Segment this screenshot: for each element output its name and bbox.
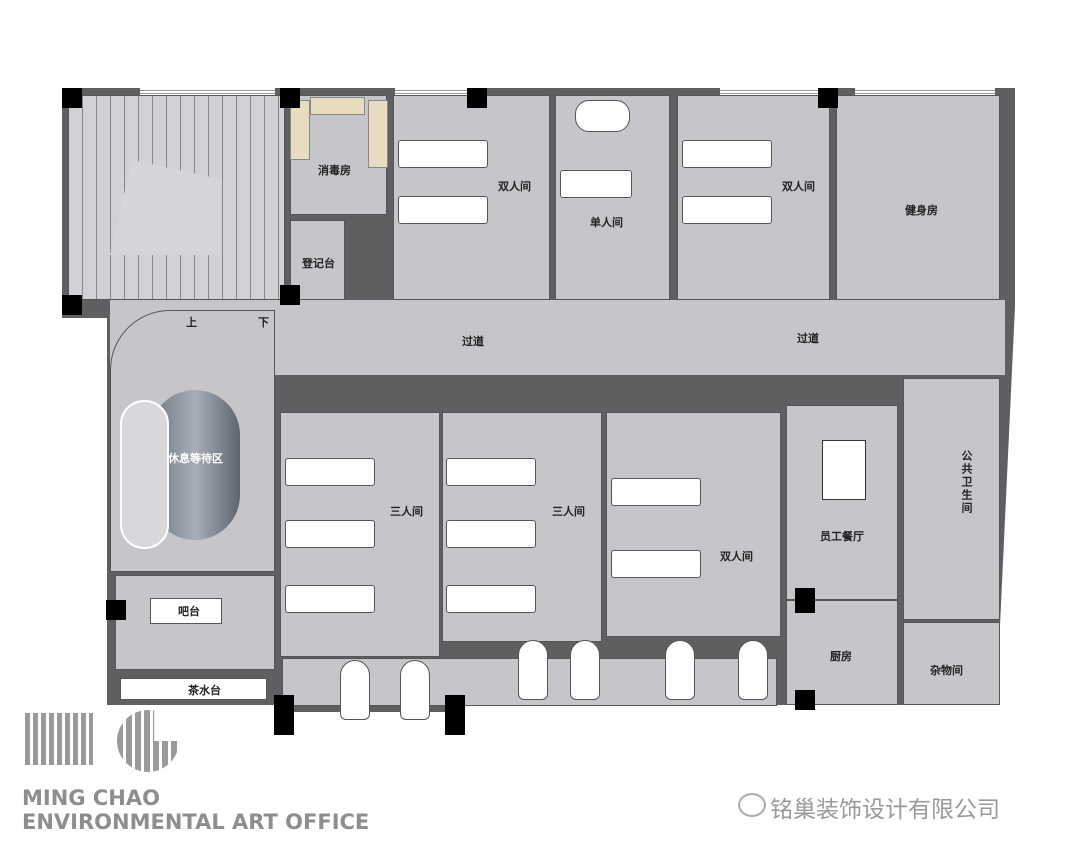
column <box>106 600 126 620</box>
staff-dining-label: 员工餐厅 <box>820 530 864 543</box>
window <box>395 88 475 95</box>
bathtub <box>575 100 630 132</box>
column <box>795 588 815 613</box>
tea-station-label: 茶水台 <box>188 684 221 697</box>
bathtub <box>665 640 695 700</box>
bed <box>611 550 701 578</box>
dining-table <box>822 440 866 500</box>
bed <box>285 520 375 548</box>
registration-label: 登记台 <box>302 257 335 270</box>
bed <box>398 196 488 224</box>
single-room-label: 单人间 <box>590 216 623 229</box>
storage-label: 杂物间 <box>930 664 963 677</box>
bed <box>446 458 536 486</box>
bar <box>115 575 275 670</box>
gym-label: 健身房 <box>905 204 938 217</box>
column <box>274 695 294 735</box>
storage-room <box>903 622 1000 705</box>
column <box>280 88 300 108</box>
bed <box>446 520 536 548</box>
exterior-gap-2 <box>465 705 1025 715</box>
staff-dining <box>786 405 898 600</box>
bed <box>446 585 536 613</box>
bathtub <box>570 640 600 700</box>
brand-line-1: MING CHAO <box>22 786 160 810</box>
column <box>62 88 82 108</box>
bed <box>560 170 632 198</box>
tea-counter <box>120 678 267 700</box>
corridor-label-2: 过道 <box>797 332 819 345</box>
window <box>855 88 995 95</box>
double-room-3-label: 双人间 <box>720 550 753 563</box>
bed <box>398 140 488 168</box>
double-room-2-label: 双人间 <box>782 180 815 193</box>
column <box>445 695 465 735</box>
window <box>140 88 275 95</box>
wechat-icon <box>738 793 766 817</box>
bathtub <box>518 640 548 700</box>
column <box>62 295 82 315</box>
public-toilet <box>903 378 1000 620</box>
logo-m-mark <box>25 713 93 765</box>
corridor-label-1: 过道 <box>462 335 484 348</box>
wechat-account-name: 铭巢装饰设计有限公司 <box>770 797 1000 823</box>
cabinet <box>310 97 365 115</box>
column <box>818 88 838 108</box>
gym <box>836 95 1000 300</box>
double-room-3 <box>606 412 781 637</box>
column <box>467 88 487 108</box>
cabinet <box>290 100 310 160</box>
exterior-notch <box>62 318 107 718</box>
triple-room-1-label: 三人间 <box>390 505 423 518</box>
bathtub <box>400 660 430 720</box>
column <box>795 690 815 710</box>
logo-c-mark <box>117 710 179 772</box>
stair-down-label: 下 <box>258 316 269 329</box>
bar-label: 吧台 <box>178 605 200 618</box>
sofa <box>120 400 169 549</box>
bed <box>682 140 772 168</box>
lounge-label: 休息等待区 <box>168 452 223 465</box>
stair-up-label: 上 <box>186 316 197 329</box>
window <box>720 88 820 95</box>
column <box>280 285 300 305</box>
bathtub <box>738 640 768 700</box>
bathtub <box>340 660 370 720</box>
mc-logo <box>25 705 185 775</box>
bed <box>682 196 772 224</box>
bed <box>611 478 701 506</box>
kitchen <box>786 600 898 705</box>
bed <box>285 585 375 613</box>
bar-counter <box>150 598 222 624</box>
kitchen-label: 厨房 <box>830 650 852 663</box>
exterior-gap-1 <box>100 705 280 715</box>
public-toilet-label: 公共卫生间 <box>960 450 973 515</box>
double-room-1-label: 双人间 <box>498 180 531 193</box>
triple-room-2-label: 三人间 <box>552 505 585 518</box>
disinfection-label: 消毒房 <box>318 164 351 177</box>
brand-line-2: ENVIRONMENTAL ART OFFICE <box>22 810 370 834</box>
bed <box>285 458 375 486</box>
cabinet <box>368 100 388 168</box>
